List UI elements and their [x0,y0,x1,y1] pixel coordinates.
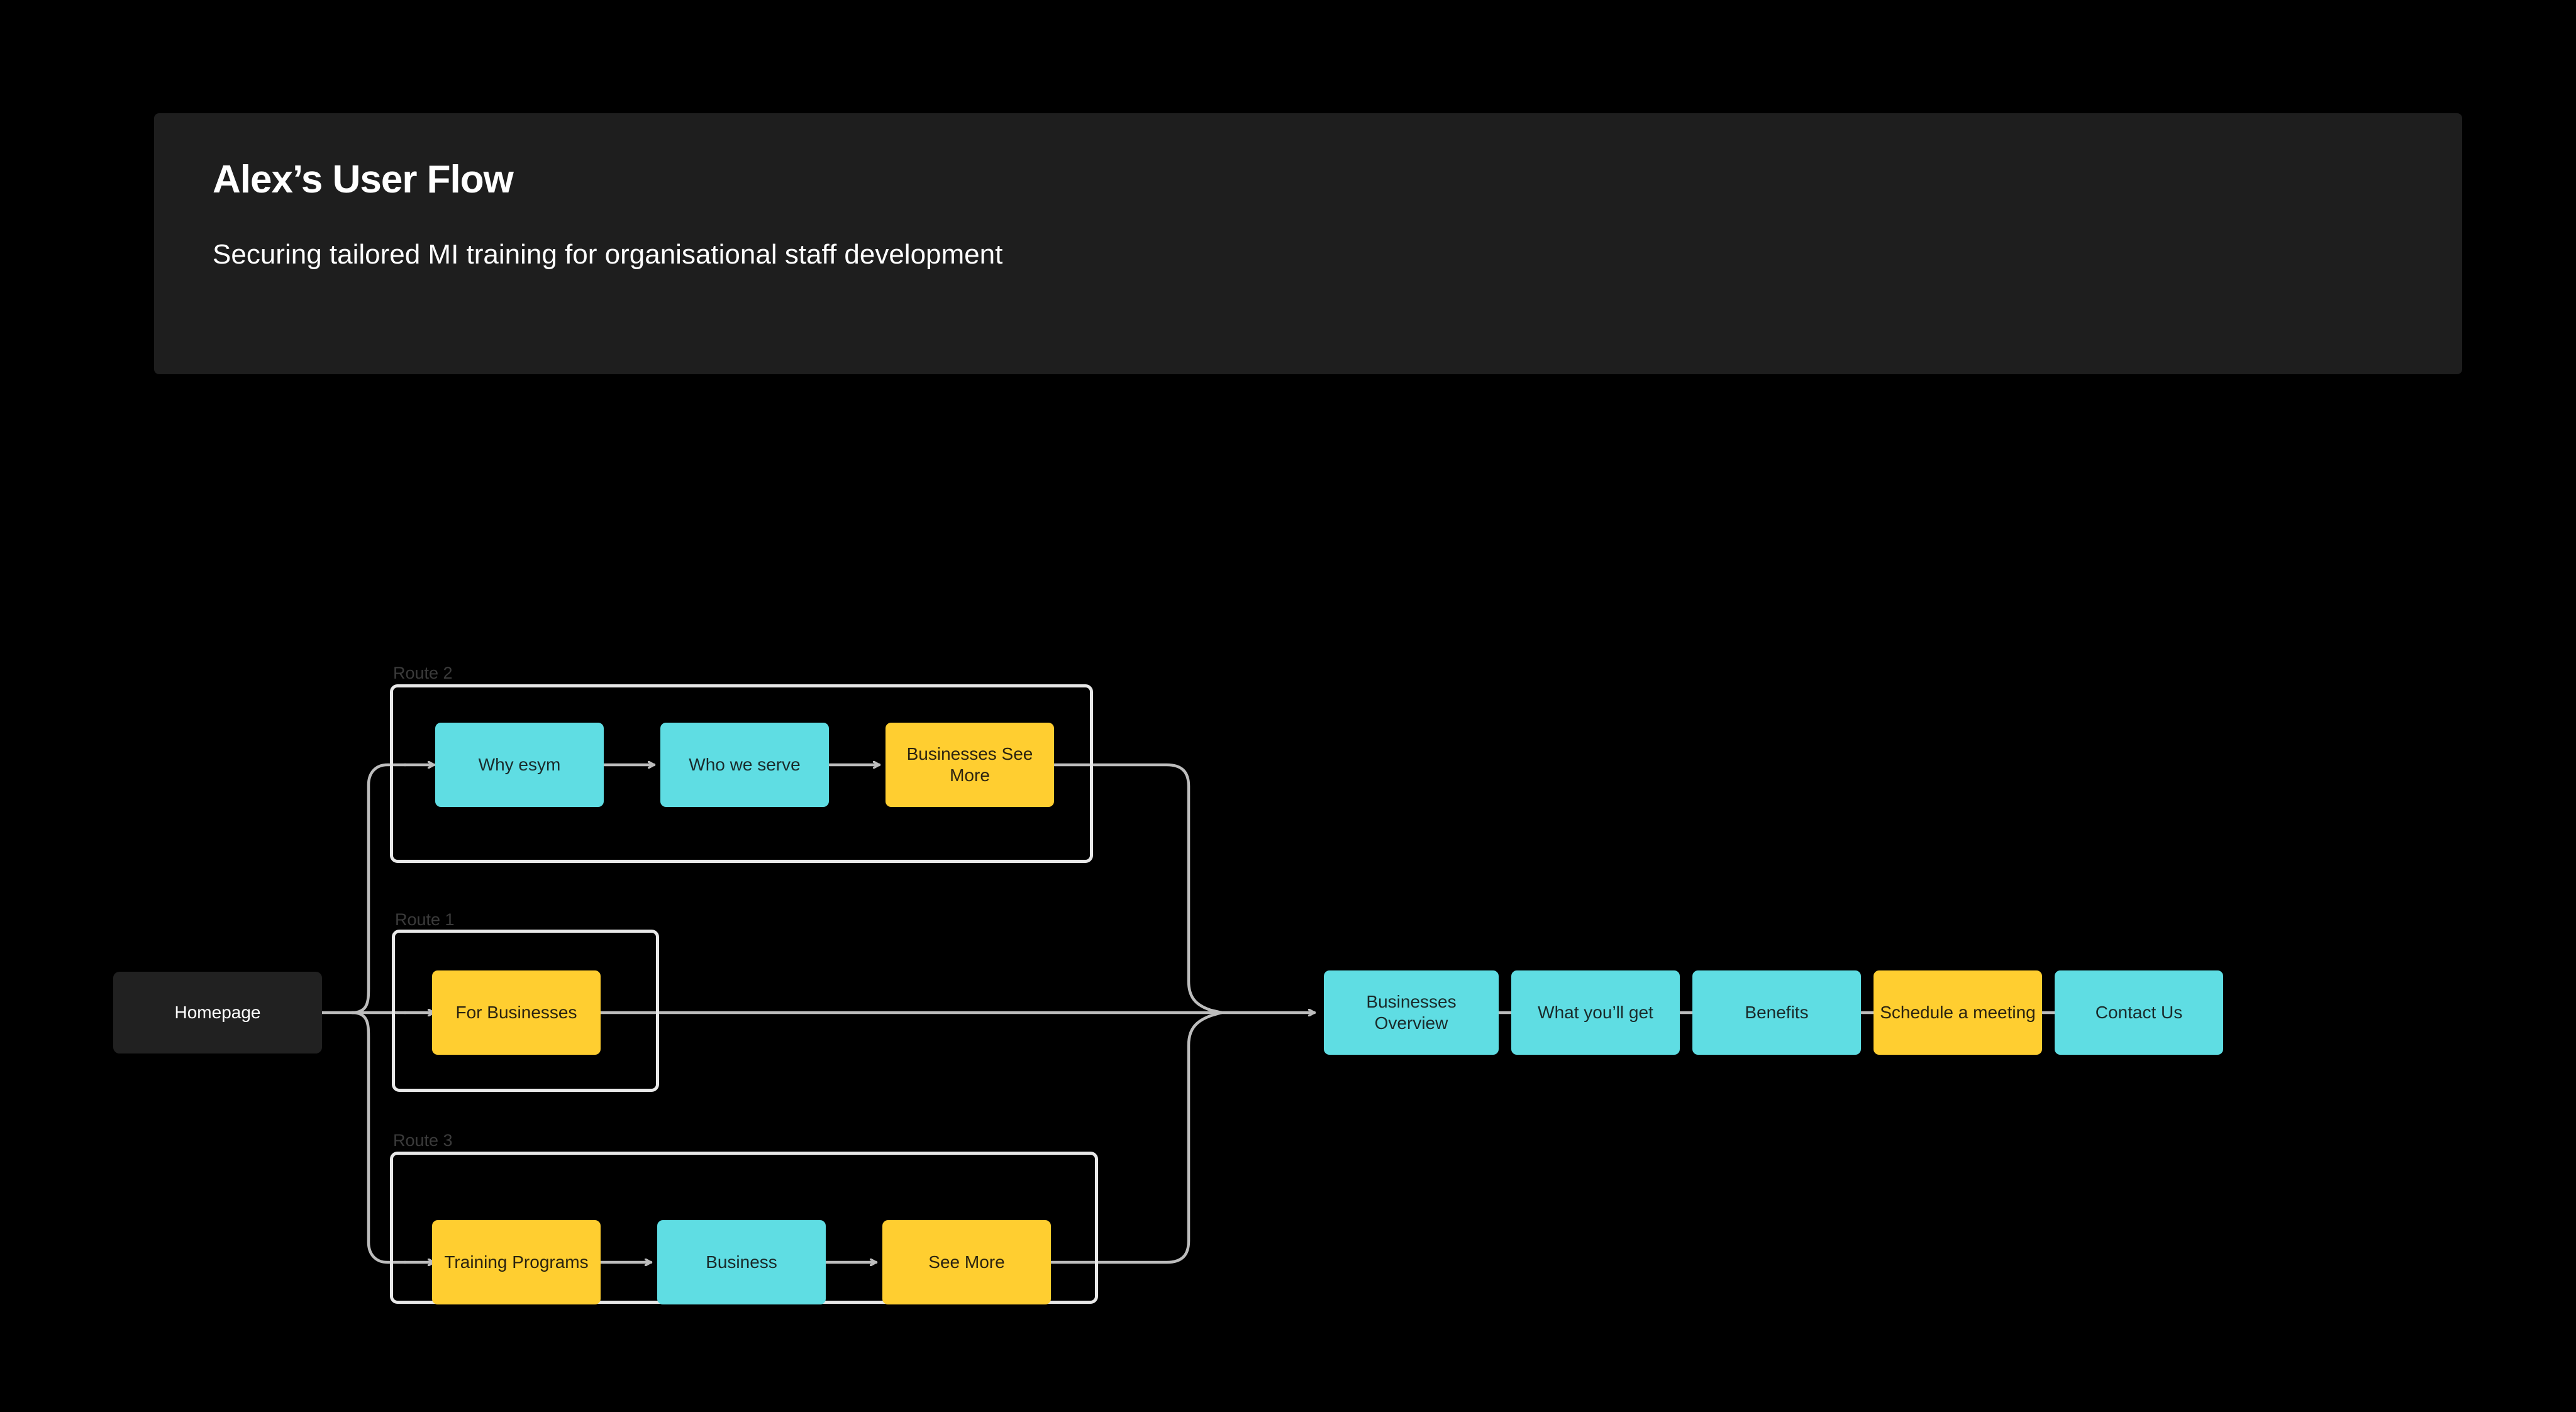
header-card: Alex’s User Flow Securing tailored MI tr… [154,113,2462,374]
node-businesses-see-more[interactable]: Businesses See More [886,723,1054,807]
node-see-more[interactable]: See More [882,1220,1051,1304]
node-businesses-overview[interactable]: Businesses Overview [1324,970,1499,1055]
route-label-route-3: Route 3 [393,1131,453,1150]
route-label-route-1: Route 1 [395,910,455,929]
page-subtitle: Securing tailored MI training for organi… [213,239,1003,270]
node-why-esym[interactable]: Why esym [435,723,604,807]
node-training-programs[interactable]: Training Programs [432,1220,601,1304]
route-group-route-2 [390,684,1093,863]
node-for-businesses[interactable]: For Businesses [432,970,601,1055]
node-schedule-a-meeting[interactable]: Schedule a meeting [1874,970,2042,1055]
route-group-route-1 [392,930,659,1092]
page-title: Alex’s User Flow [213,158,514,201]
node-contact-us[interactable]: Contact Us [2055,970,2223,1055]
node-business[interactable]: Business [657,1220,826,1304]
node-benefits[interactable]: Benefits [1692,970,1861,1055]
node-what-youll-get[interactable]: What you’ll get [1511,970,1680,1055]
node-who-we-serve[interactable]: Who we serve [660,723,829,807]
route-label-route-2: Route 2 [393,664,453,682]
node-homepage[interactable]: Homepage [113,972,322,1053]
